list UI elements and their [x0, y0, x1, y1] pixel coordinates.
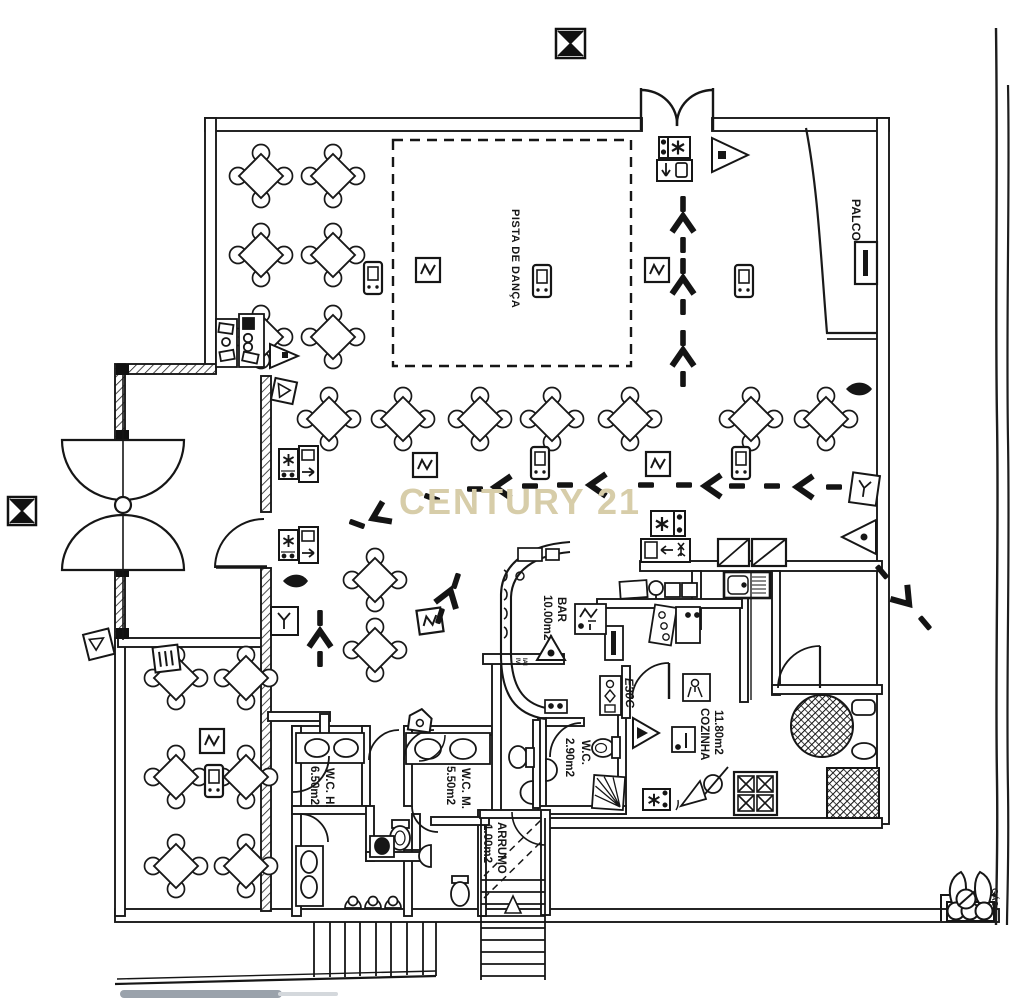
svg-text:11.80m2: 11.80m2 [712, 710, 724, 755]
svg-text:2.90m2: 2.90m2 [563, 738, 575, 777]
svg-text:CENTURY 21: CENTURY 21 [399, 481, 641, 522]
svg-text:ARRUMO: ARRUMO [495, 822, 507, 874]
svg-text:W.C.: W.C. [579, 740, 591, 765]
svg-text:PALCO: PALCO [849, 199, 863, 241]
svg-text:W.C. M.: W.C. M. [459, 768, 471, 809]
svg-text:W.C. H.: W.C. H. [323, 768, 335, 808]
svg-text:PISTA DE DANÇA: PISTA DE DANÇA [509, 209, 521, 308]
svg-text:COZINHA: COZINHA [698, 708, 710, 760]
svg-text:GÁS: GÁS [990, 888, 1000, 907]
svg-text:BAR: BAR [555, 597, 567, 623]
svg-text:IVI: IVI [514, 658, 520, 666]
svg-text:5.50m2: 5.50m2 [444, 766, 456, 805]
svg-text:1.00m2: 1.00m2 [481, 824, 493, 863]
svg-text:E30C: E30C [622, 678, 637, 709]
svg-text:6.50m2: 6.50m2 [308, 766, 320, 805]
svg-text:10.00m2: 10.00m2 [541, 595, 553, 640]
svg-text:IAI: IAI [521, 658, 527, 666]
